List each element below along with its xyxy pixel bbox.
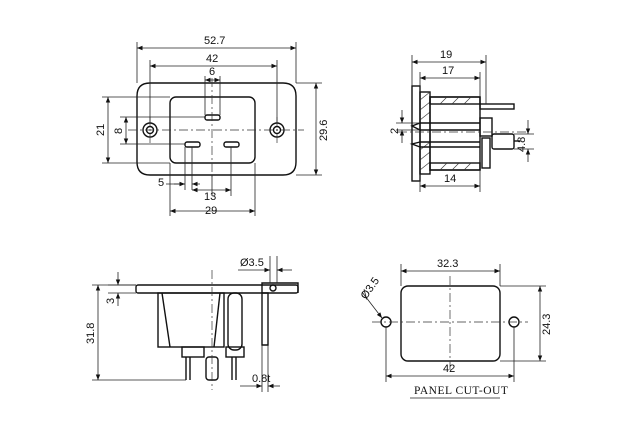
dim-0-8t: 0.8t — [252, 373, 270, 385]
dim-o3-5-bottom: Ø3.5 — [240, 257, 264, 269]
mounting-hole-right-inner — [272, 125, 282, 135]
dim-19: 19 — [440, 49, 452, 61]
dim-29-6: 29.6 — [318, 120, 330, 141]
pin-top — [204, 114, 221, 121]
dim-5: 5 — [158, 177, 164, 189]
pin-bottom-right — [223, 141, 240, 148]
cutout-title: PANEL CUT-OUT — [414, 385, 508, 397]
dim-4-8: 4.8 — [516, 137, 528, 152]
cutout-rect — [400, 285, 501, 362]
dim-32-3: 32.3 — [437, 258, 458, 270]
terminal-mid — [479, 117, 493, 137]
dim-8: 8 — [113, 128, 125, 134]
bottom-column — [227, 292, 243, 351]
side-view: 19 17 2 4.8 14 — [389, 49, 534, 192]
dim-17: 17 — [442, 65, 454, 77]
front-flange — [136, 82, 297, 176]
pin-bottom-left — [184, 141, 201, 148]
side-body — [429, 96, 481, 171]
dim-52-7: 52.7 — [204, 35, 225, 47]
bottom-bracket — [261, 292, 269, 346]
dim-24-3: 24.3 — [541, 314, 553, 335]
bottom-flange — [135, 284, 299, 294]
dim-2: 2 — [389, 128, 401, 134]
dim-14: 14 — [444, 173, 456, 185]
dim-29: 29 — [205, 205, 217, 217]
dim-13: 13 — [204, 191, 216, 203]
front-view: 52.7 42 6 29.6 21 8 5 — [95, 35, 330, 217]
panel-cutout-view: 32.3 Ø3.5 42 24.3 PANEL CUT-OUT — [359, 258, 553, 399]
bottom-view: Ø3.5 3 31.8 0.8t — [85, 256, 299, 392]
side-flange — [411, 85, 421, 182]
terminal-top — [479, 103, 515, 110]
dim-o3-5-cutout: Ø3.5 — [359, 275, 383, 301]
bottom-body — [157, 292, 225, 348]
dim-3: 3 — [105, 298, 117, 304]
dim-42-cutout: 42 — [443, 363, 455, 375]
dim-6: 6 — [209, 66, 215, 78]
terminal-right — [491, 133, 515, 150]
dim-31-8: 31.8 — [85, 323, 97, 344]
dim-21: 21 — [95, 124, 107, 136]
dim-42: 42 — [206, 53, 218, 65]
